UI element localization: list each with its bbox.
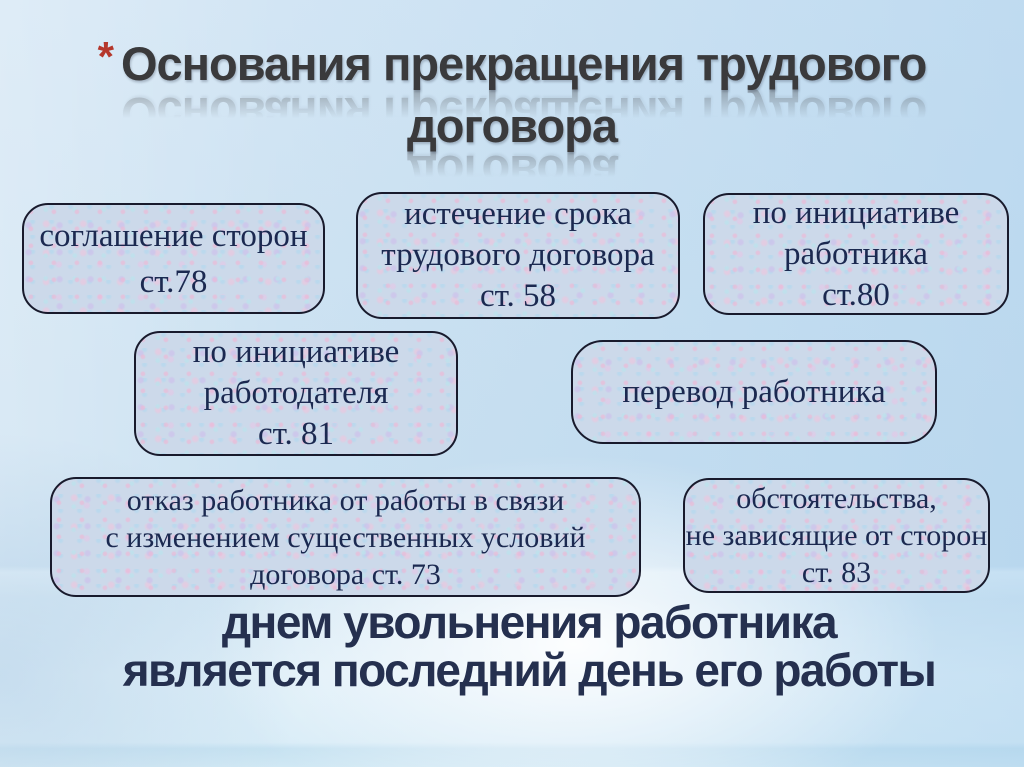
footer-line-1: днем увольнения работника [221,596,838,648]
title-text-line-1: Основания прекращения трудового [120,37,927,90]
reason-box-contract-term-expiry: истечение срока трудового договора ст. 5… [356,192,680,319]
reason-box-agreement-of-parties: соглашение сторон ст.78 [22,203,325,314]
box-line: по инициативе [192,334,400,370]
box-line: ст. 83 [801,556,872,589]
box-line: не зависящие от сторон [685,519,988,552]
reason-box-employer-initiative: по инициативе работодателя ст. 81 [134,331,458,456]
reason-box-employee-transfer: перевод работника [571,340,937,444]
box-line: по инициативе [752,194,960,231]
box-line: работодателя [203,375,389,411]
footer-note: днем увольнения работника является после… [0,598,1024,694]
title-text-line-2: договора [406,99,618,152]
reason-box-independent-circumstances: обстоятельства, не зависящие от сторон с… [683,478,990,593]
box-line: истечение срока [404,196,632,232]
box-line: работника [784,235,928,272]
box-line: ст.80 [822,276,890,313]
box-line: отказ работника от работы в связи [126,483,565,517]
footer-line-2: является последний день его работы [122,644,937,696]
reason-box-employee-initiative: по инициативе работника ст.80 [703,193,1009,315]
box-line: соглашение сторон [39,217,308,254]
box-line: перевод работника [622,373,886,410]
box-line: трудового договора [381,237,655,273]
reason-box-refusal-changed-conditions: отказ работника от работы в связи с изме… [50,477,641,597]
slide-title: *Основания прекращения трудового договор… [0,33,1024,156]
title-line-2: договора [0,96,1024,156]
box-line: обстоятельства, [736,482,937,515]
bullet-asterisk-icon: * [97,33,114,80]
box-line: с изменением существенных условий [105,520,586,554]
box-line: договора ст. 73 [250,557,441,591]
box-line: ст. 81 [257,416,335,452]
title-line-1: *Основания прекращения трудового [0,33,1024,96]
box-line: ст.78 [139,263,208,300]
box-line: ст. 58 [479,278,557,314]
